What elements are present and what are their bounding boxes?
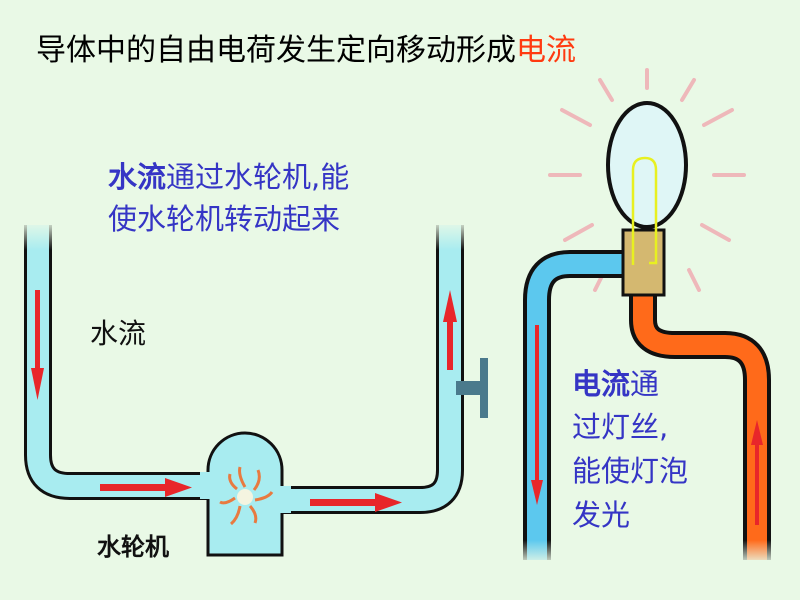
arrow-right-1 (100, 478, 192, 497)
water-flow-label: 水流 (90, 317, 147, 350)
wire-arrows (531, 325, 763, 525)
arrow-up-right (443, 290, 457, 370)
arrow-down-left (31, 290, 44, 400)
light-bulb-icon (606, 101, 688, 297)
turbine-label: 水轮机 (97, 533, 169, 561)
water-caption-line2: 使水轮机转动起来 (108, 202, 341, 236)
turbine-wheel-icon (219, 466, 274, 526)
water-caption-line1: 水流通过水轮机,能 (108, 160, 350, 194)
arrow-right-2 (310, 493, 402, 512)
flow-arrows (31, 290, 457, 512)
current-caption-line3: 能使灯泡 (572, 454, 689, 488)
slide-title: 导体中的自由电荷发生定向移动形成电流 (36, 33, 576, 68)
current-caption-line4: 发光 (572, 498, 631, 532)
water-pipe (20, 220, 470, 557)
current-caption-line2: 过灯丝, (572, 410, 669, 444)
light-rays (548, 68, 746, 292)
title-highlight: 电流 (516, 33, 576, 68)
blue-wire (523, 250, 624, 560)
current-caption-line1: 电流通 (572, 367, 660, 401)
valve-icon (456, 358, 488, 418)
orange-wire (629, 292, 771, 560)
